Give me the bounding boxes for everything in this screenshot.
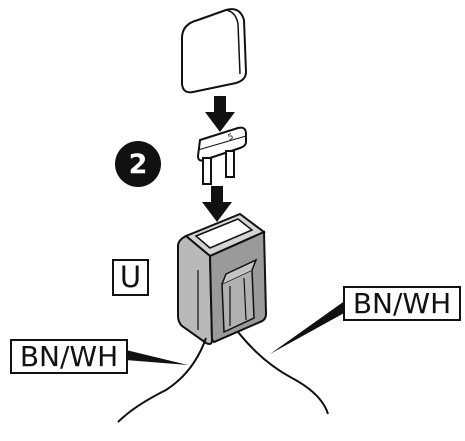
step-number-badge: 2 xyxy=(115,141,161,187)
arrow-down-icon xyxy=(205,96,235,132)
fuse-socket xyxy=(177,212,268,345)
leader-line-right xyxy=(270,300,346,354)
wire-label-left: BN/WH xyxy=(10,339,128,374)
fuse-cap xyxy=(181,8,248,94)
arrow-down-icon xyxy=(202,186,232,222)
wire-right xyxy=(237,331,329,415)
wire-left xyxy=(117,337,207,423)
leader-line-left xyxy=(126,350,188,365)
fuse-rating-text: 5 xyxy=(227,132,235,142)
wire-label-right: BN/WH xyxy=(343,286,461,321)
socket-label: U xyxy=(112,259,149,296)
blade-fuse: 5 xyxy=(196,126,247,185)
